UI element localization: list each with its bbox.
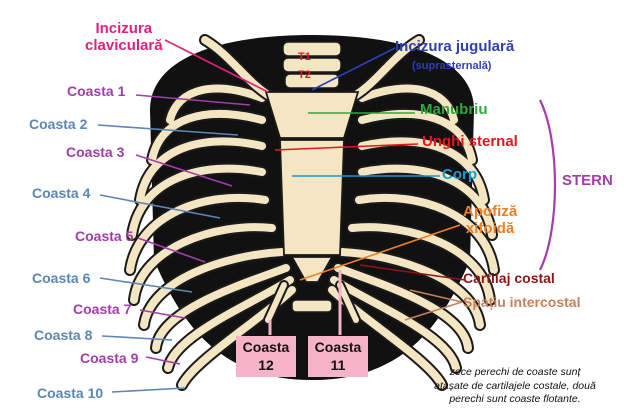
- left-ribs: [124, 82, 298, 391]
- unghi-sternal-label: Unghi sternal: [422, 133, 518, 150]
- vertebra-t2-label: T2: [298, 69, 311, 81]
- sternal-body: [279, 139, 345, 256]
- corp-label: Corp: [442, 166, 477, 183]
- coasta-6-label: Coasta 6: [32, 270, 91, 286]
- stern-label: STERN: [562, 172, 613, 189]
- coasta-2-label: Coasta 2: [29, 116, 88, 132]
- incizura-claviculara-label: Incizura claviculară: [85, 20, 163, 55]
- apofiza-xifoida-label: Apofiză xifoidă: [463, 203, 518, 238]
- suprasternala-label: (suprasternală): [412, 60, 492, 72]
- coasta-1-label: Coasta 1: [67, 83, 126, 99]
- coasta-9-label: Coasta 9: [80, 350, 139, 366]
- sternum: [264, 91, 360, 283]
- coasta-3-label: Coasta 3: [66, 144, 125, 160]
- floating-ribs: [263, 280, 361, 325]
- coasta-11-box: Coasta 11: [308, 336, 368, 377]
- coasta-5-label: Coasta 5: [75, 228, 134, 244]
- spatiu-intercostal-label: Spațiu intercostal: [463, 294, 581, 310]
- coasta-10-label: Coasta 10: [37, 385, 104, 401]
- coasta-7-label: Coasta 7: [73, 301, 132, 317]
- manubrium: [264, 91, 360, 139]
- cartilaj-costal-label: Cartilaj costal: [463, 270, 555, 286]
- manubriu-label: Manubriu: [420, 101, 488, 118]
- clavicles: [199, 34, 425, 101]
- coasta-12-box: Coasta 12: [236, 336, 296, 377]
- vertebra-t1-label: T1: [298, 51, 311, 63]
- xiphoid-process: [290, 256, 334, 283]
- coasta-8-label: Coasta 8: [34, 327, 93, 343]
- vertebral-column: [282, 41, 342, 313]
- footnote: zece perechi de coaste sunț atașate de c…: [434, 366, 596, 406]
- vertebra-t12-label: T12: [290, 313, 315, 329]
- incizura-jugulara-label: Incizura jugulară: [395, 38, 515, 55]
- leader-lines: [97, 39, 557, 393]
- coasta-4-label: Coasta 4: [32, 185, 91, 201]
